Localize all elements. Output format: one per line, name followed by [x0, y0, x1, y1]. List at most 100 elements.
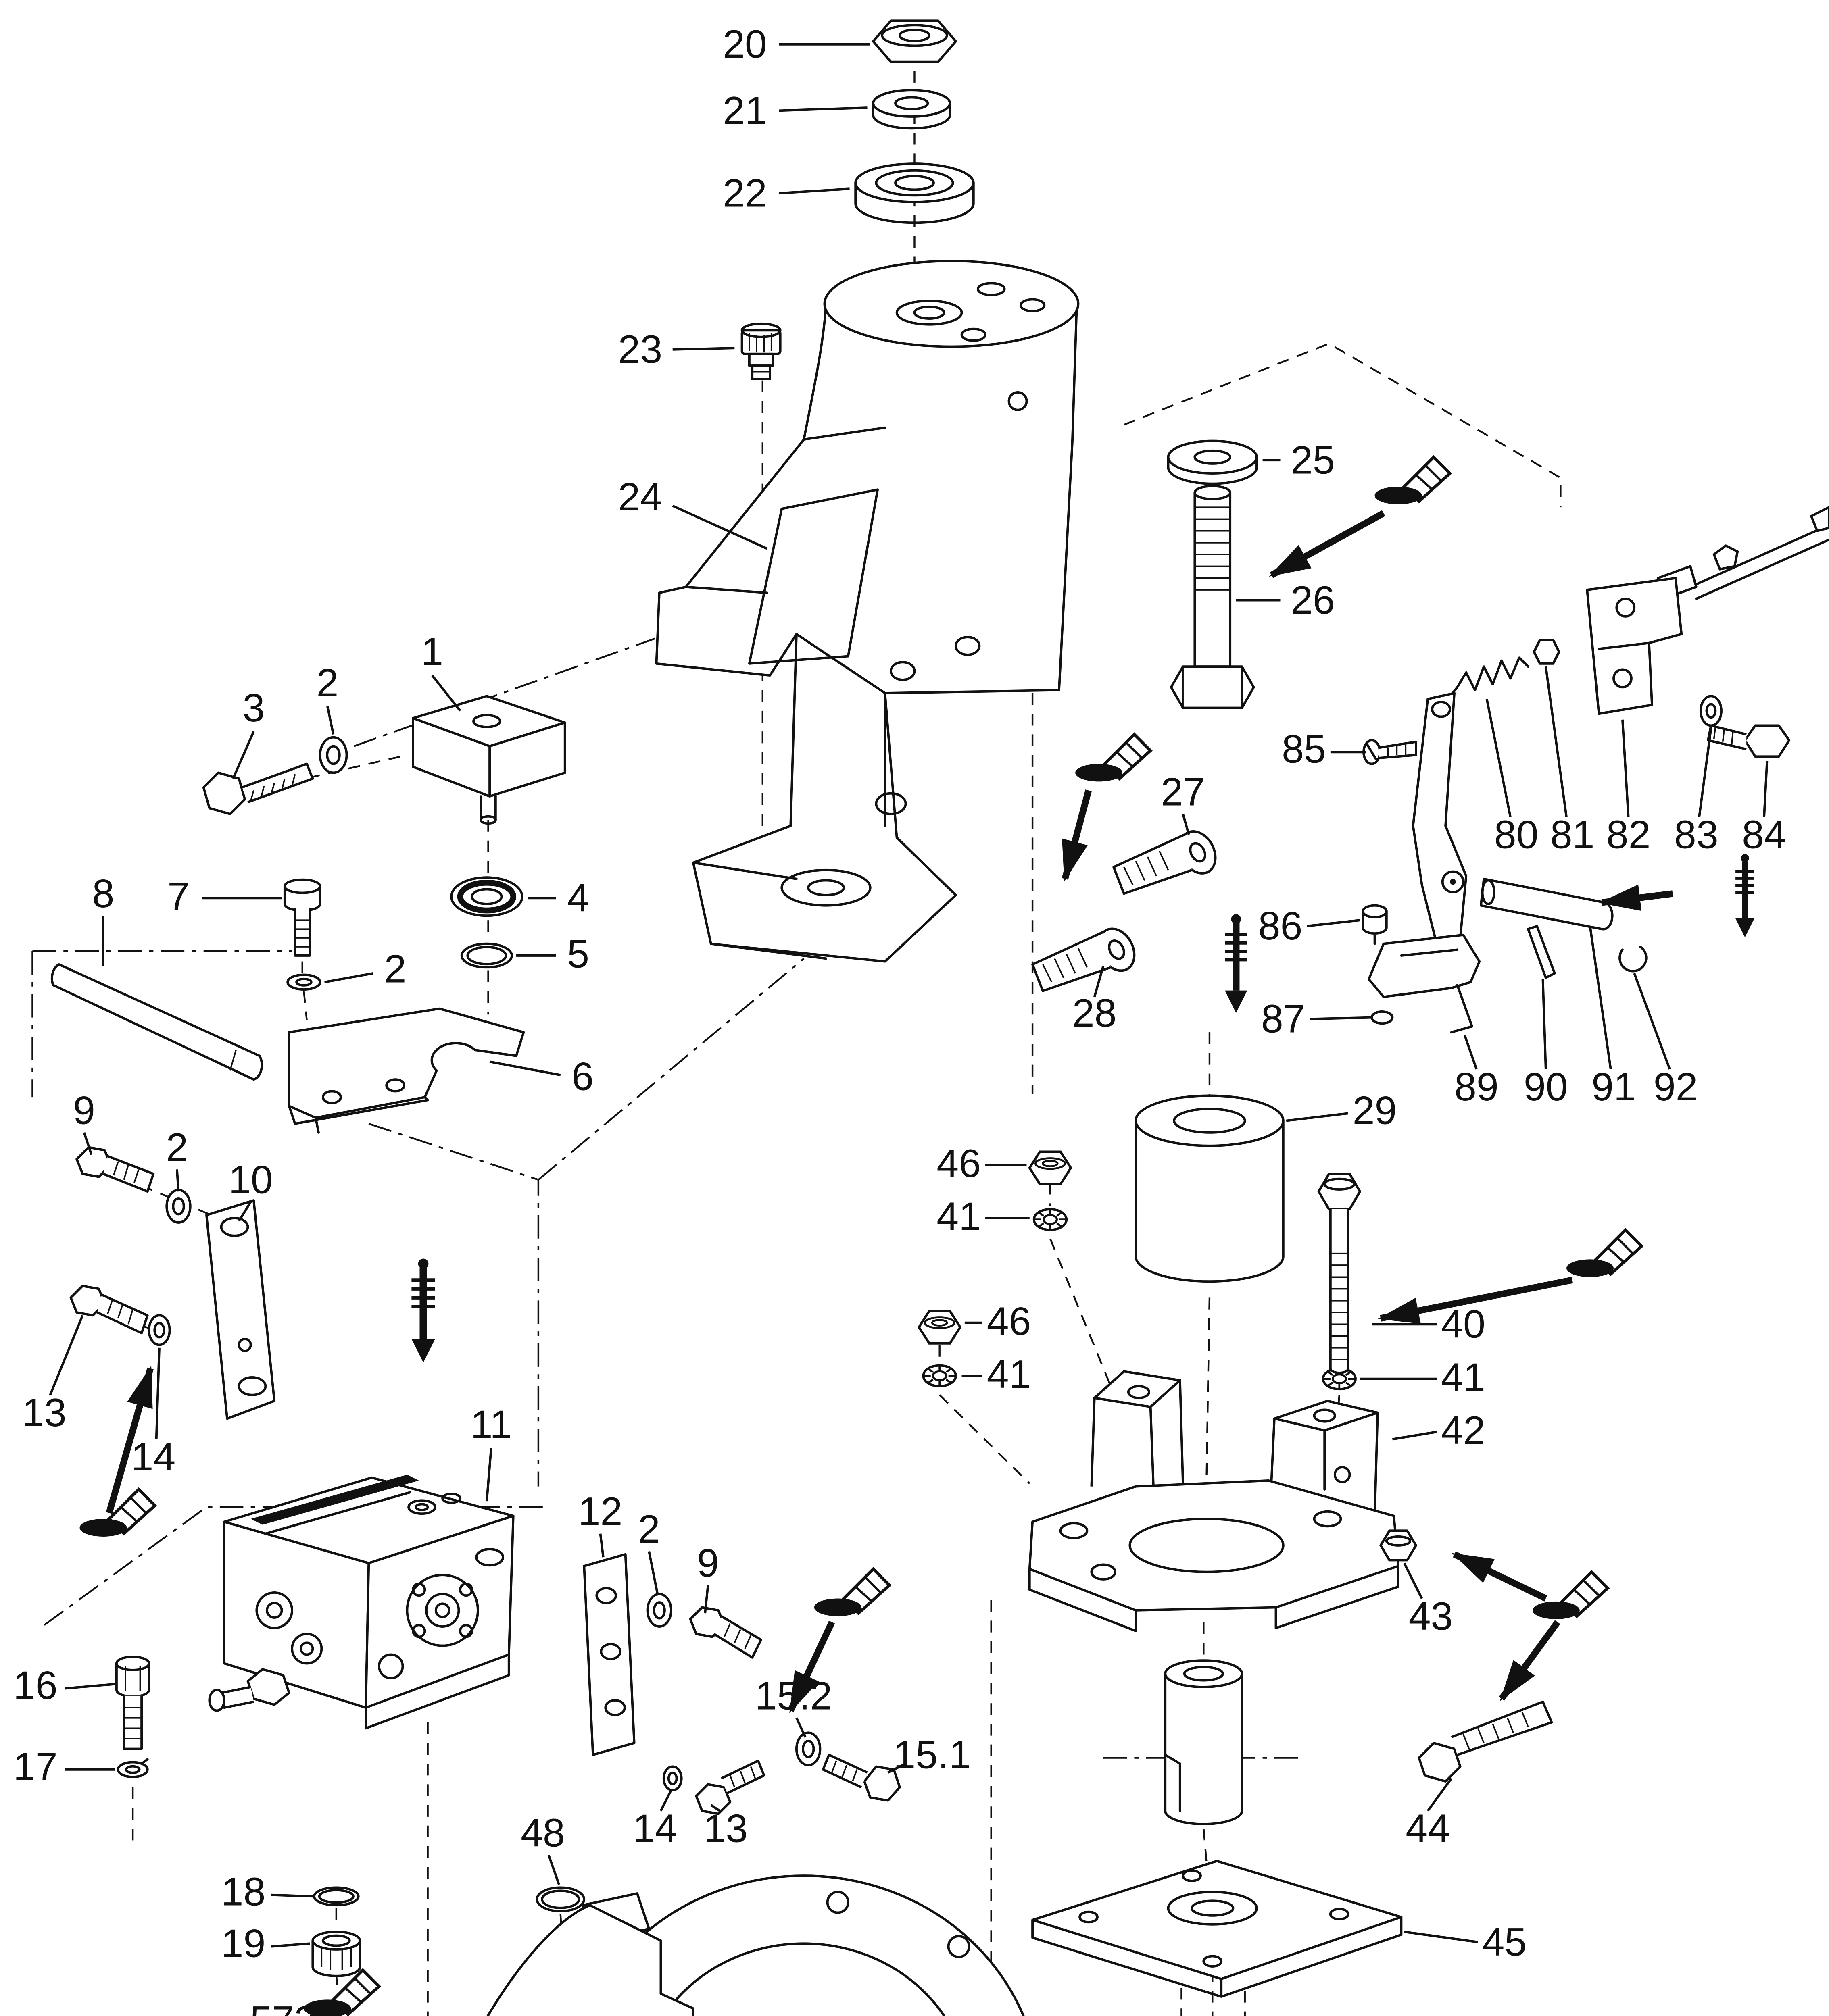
leader-line-10 — [238, 1201, 252, 1222]
part-number-27: 27 — [1161, 769, 1205, 814]
leader-line-44 — [1426, 1778, 1453, 1812]
applicator-symbol — [1375, 457, 1450, 504]
bracket-6 — [288, 1007, 525, 1134]
part-number-13: 13 — [703, 1806, 748, 1850]
applicator-symbol — [1075, 734, 1151, 781]
part-number-82: 82 — [1606, 812, 1651, 856]
leader-line-28 — [1093, 965, 1105, 998]
cylinder-29 — [1135, 1094, 1285, 1283]
part-number-81: 81 — [1550, 812, 1595, 856]
apply-arrow — [1378, 1277, 1573, 1324]
washer-21 — [872, 89, 951, 130]
part-number-45: 45 — [1482, 1920, 1527, 1964]
part-number-20: 20 — [723, 22, 767, 66]
leader-line-15.1 — [887, 1762, 906, 1774]
leader-line-42 — [1392, 1431, 1437, 1441]
part-number-17: 17 — [13, 1744, 58, 1789]
apply-arrow — [1499, 1620, 1560, 1702]
leader-line-16 — [65, 1683, 115, 1690]
bolt-13-b — [695, 1759, 765, 1815]
bolt-7 — [283, 878, 321, 957]
leader-line-14 — [155, 1347, 161, 1439]
bolt-84 — [1707, 724, 1791, 758]
part-number-41: 41 — [936, 1194, 981, 1239]
part-number-12: 12 — [578, 1489, 623, 1533]
valve-block-11 — [208, 1475, 515, 1730]
leader-line-91 — [1589, 926, 1612, 1070]
bolt-9-a — [75, 1146, 155, 1193]
bolt-15-1 — [822, 1754, 901, 1802]
leader-line-43 — [1403, 1562, 1423, 1599]
nut-43 — [1379, 1529, 1417, 1562]
leader-line-84 — [1763, 761, 1769, 817]
socket-bolt-16 — [115, 1656, 150, 1750]
part-number-91: 91 — [1591, 1064, 1636, 1109]
part-number-85: 85 — [1282, 727, 1326, 771]
part-number-46: 46 — [936, 1141, 981, 1185]
washer-14-b — [662, 1765, 683, 1791]
nut-46-a — [1030, 1152, 1071, 1184]
part-number-5: 5 — [567, 932, 589, 976]
part-number-4: 4 — [567, 876, 589, 920]
leader-line-90 — [1541, 979, 1547, 1069]
washer-2-c — [165, 1189, 192, 1224]
part-number-11: 11 — [471, 1402, 512, 1446]
washer-2-a — [319, 736, 348, 774]
part-number-29: 29 — [1353, 1088, 1397, 1132]
rod-8 — [51, 963, 263, 1081]
leader-line-87 — [1310, 1016, 1372, 1020]
part-number-573: 573 — [250, 1998, 317, 2016]
leader-line-92 — [1633, 973, 1671, 1070]
leader-line-80 — [1485, 699, 1512, 817]
part-number-7: 7 — [167, 874, 190, 918]
part-number-87: 87 — [1261, 997, 1306, 1041]
part-number-26: 26 — [1291, 578, 1335, 622]
leader-line-24 — [672, 504, 767, 550]
leader-line-21 — [778, 106, 868, 112]
bolt-3 — [202, 762, 314, 815]
part-number-92: 92 — [1654, 1064, 1698, 1109]
washer-2-b — [286, 973, 321, 991]
bracket-42 — [1028, 1370, 1400, 1632]
part-number-10: 10 — [229, 1157, 273, 1202]
part-number-28: 28 — [1072, 991, 1117, 1035]
leader-line-2 — [175, 1169, 180, 1192]
grease-brush-arrow — [1735, 854, 1754, 937]
part-number-40: 40 — [1441, 1302, 1485, 1346]
ring-5 — [460, 942, 513, 969]
leader-line-13 — [49, 1315, 84, 1395]
part-number-84: 84 — [1742, 812, 1786, 856]
housing-24 — [655, 260, 1080, 963]
part-number-18: 18 — [221, 1870, 266, 1914]
leader-line-18 — [271, 1893, 313, 1898]
nut-81 — [1533, 639, 1560, 665]
part-number-83: 83 — [1674, 812, 1718, 856]
part-number-25: 25 — [1291, 438, 1335, 482]
leader-line-45 — [1404, 1931, 1478, 1943]
leader-line-14 — [659, 1789, 672, 1812]
leader-line-13 — [710, 1804, 721, 1812]
part-number-46: 46 — [987, 1299, 1031, 1343]
leader-line-2 — [326, 706, 335, 735]
block-1 — [412, 695, 566, 825]
apply-arrow — [1062, 789, 1092, 882]
part-number-15.2: 15.2 — [755, 1673, 832, 1718]
washer-2-d — [646, 1593, 672, 1628]
grease-brush-arrow — [411, 1259, 435, 1363]
leader-line-86 — [1307, 919, 1360, 927]
washer-15-2 — [795, 1731, 822, 1766]
leader-line-19 — [271, 1942, 310, 1948]
part-number-8: 8 — [92, 871, 115, 916]
grease-brush-arrow — [1225, 914, 1247, 1013]
part-number-21: 21 — [723, 88, 767, 133]
screw-85 — [1362, 739, 1417, 765]
pin-90 — [1527, 925, 1556, 979]
part-number-9: 9 — [73, 1088, 95, 1132]
part-number-2: 2 — [384, 946, 407, 991]
apply-arrow — [1599, 884, 1673, 911]
part-number-41: 41 — [1441, 1355, 1485, 1399]
part-number-41: 41 — [987, 1352, 1031, 1396]
rod-91 — [1479, 877, 1614, 931]
part-number-23: 23 — [618, 327, 662, 371]
